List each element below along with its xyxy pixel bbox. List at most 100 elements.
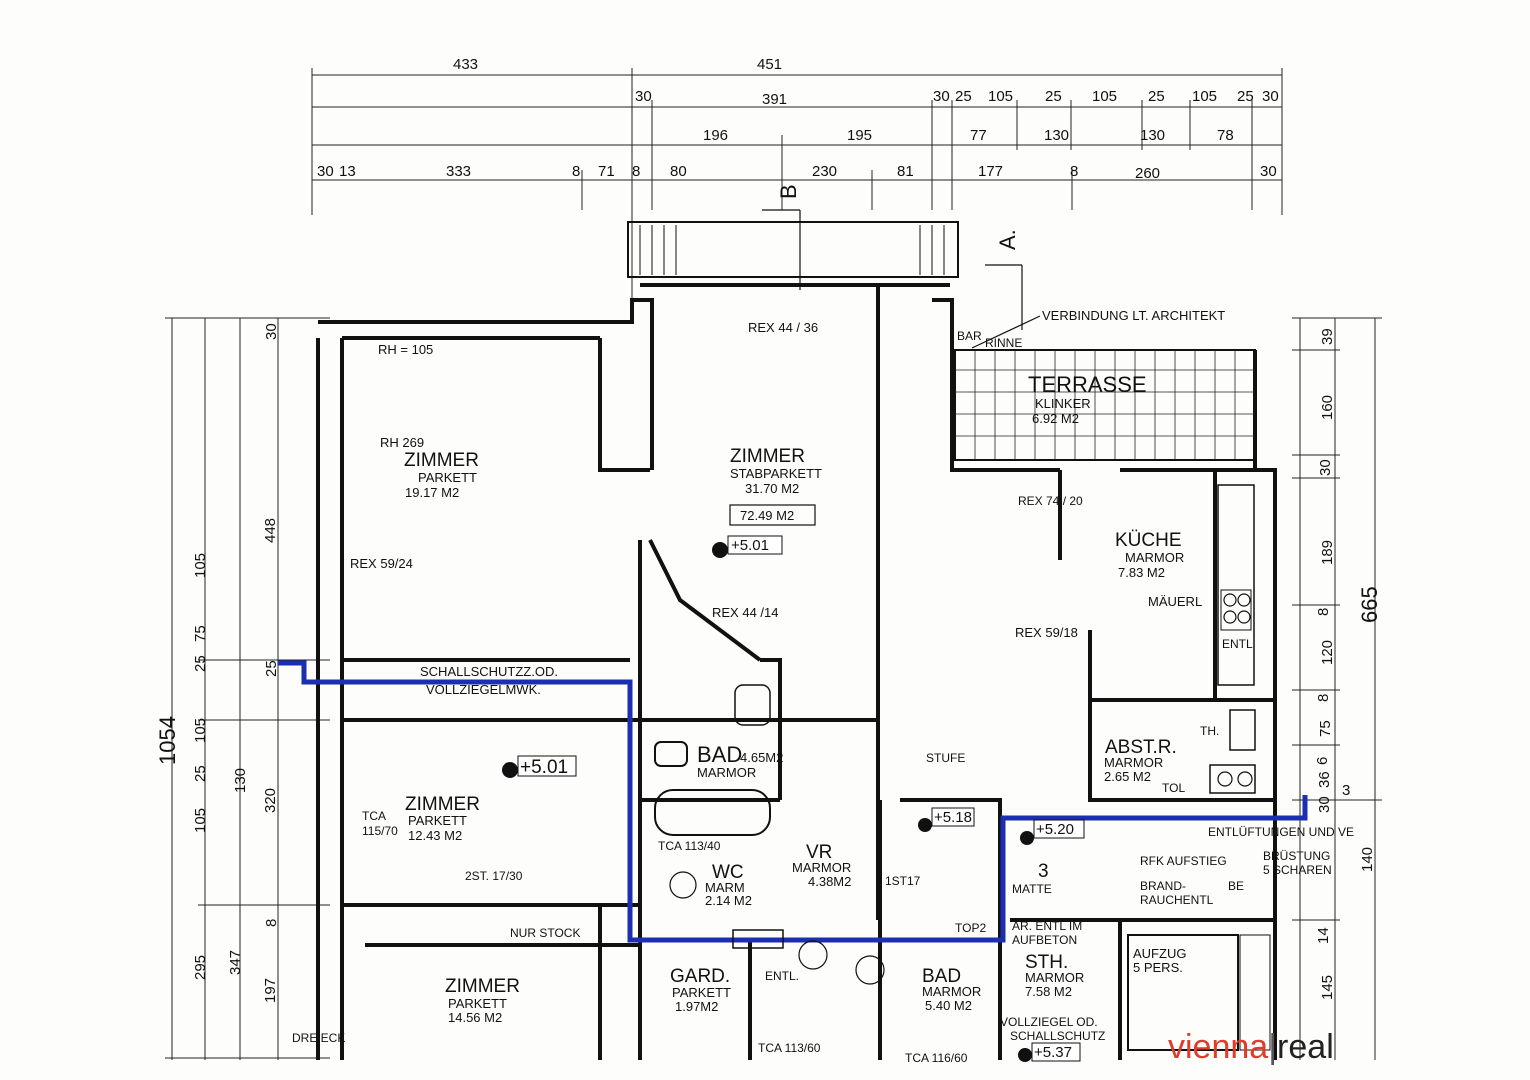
room-zimmer2-floor: STABPARKETT <box>730 466 822 481</box>
dim-25c: 25 <box>1148 88 1165 105</box>
room-vr-area: 4.38M2 <box>808 874 851 889</box>
room-zimmer1-floor: PARKETT <box>418 470 477 485</box>
dim-30h: 30 <box>1316 796 1333 813</box>
dim-8a: 8 <box>572 163 580 180</box>
room-abstr-floor: MARMOR <box>1104 755 1163 770</box>
room-sth-name: STH. <box>1025 952 1068 973</box>
dim-30b: 30 <box>933 88 950 105</box>
room-aufzug-cap: 5 PERS. <box>1133 960 1183 975</box>
vienna-real-logo: vienna|real <box>1168 1028 1334 1067</box>
dim-260: 260 <box>1135 165 1160 182</box>
dim-36: 36 <box>1316 771 1333 788</box>
room-gard-name: GARD. <box>670 966 730 987</box>
dim-75b: 75 <box>192 625 209 642</box>
dim-189: 189 <box>1319 540 1336 565</box>
label-tol: TOL <box>1162 781 1185 795</box>
label-tca11660: TCA 116/60 <box>905 1051 968 1065</box>
dim-105c: 105 <box>1192 88 1217 105</box>
logo-part2: real <box>1277 1028 1334 1066</box>
label-nurstock: NUR STOCK <box>510 926 580 940</box>
annotations: VERBINDUNG LT. ARCHITEKT BAR RINNE RH = … <box>292 308 1354 1065</box>
label-st17: 2ST. 17/30 <box>465 869 523 883</box>
dim-14: 14 <box>1315 927 1332 944</box>
dim-39: 39 <box>1319 328 1336 345</box>
dim-30g: 30 <box>1317 459 1334 476</box>
label-verbindung: VERBINDUNG LT. ARCHITEKT <box>1042 308 1225 323</box>
label-th: TH. <box>1200 724 1219 738</box>
room-aufzug-name: AUFZUG <box>1133 946 1186 961</box>
dim-30f: 30 <box>263 323 280 340</box>
room-zimmer2-area: 31.70 M2 <box>745 481 799 496</box>
logo-part1: vienna <box>1168 1028 1269 1066</box>
room-sth-floor: MARMOR <box>1025 970 1084 985</box>
dim-295: 295 <box>192 955 209 980</box>
level-marker-5: +5.20 <box>1036 821 1074 838</box>
dim-451: 451 <box>757 56 782 73</box>
dim-8b: 8 <box>632 163 640 180</box>
label-entlueftungen: ENTLÜFTUNGEN UND VE <box>1208 825 1354 839</box>
label-vollziegel: VOLLZIEGEL OD. <box>1000 1015 1098 1029</box>
room-bad2-area: 5.40 M2 <box>925 998 972 1013</box>
label-dreieck: DREIECK <box>292 1031 345 1045</box>
label-schallschutz: SCHALLSCHUTZ <box>1010 1029 1105 1043</box>
dim-6: 6 <box>1314 757 1331 765</box>
dim-25g: 25 <box>192 765 209 782</box>
dim-8e: 8 <box>1315 608 1332 616</box>
dim-145: 145 <box>1319 975 1336 1000</box>
label-rfk: RFK AUFSTIEG <box>1140 854 1227 868</box>
dim-333: 333 <box>446 163 471 180</box>
room-vr-floor: MARMOR <box>792 860 851 875</box>
logo-separator: | <box>1268 1028 1278 1066</box>
dim-77: 77 <box>970 127 987 144</box>
dim-230: 230 <box>812 163 837 180</box>
level-marker-1: +5.01 <box>731 537 769 554</box>
bath-fixtures <box>654 684 1271 1051</box>
label-rex5918: REX 59/18 <box>1015 625 1078 640</box>
dim-80: 80 <box>670 163 687 180</box>
dim-105b: 105 <box>1092 88 1117 105</box>
label-tca11340: TCA 113/40 <box>658 839 721 853</box>
dim-130a: 130 <box>1044 127 1069 144</box>
room-zimmer4-floor: PARKETT <box>448 996 507 1011</box>
label-rinne: RINNE <box>985 336 1022 350</box>
room-gard-floor: PARKETT <box>672 985 731 1000</box>
dim-195: 195 <box>847 127 872 144</box>
room-kueche-area: 7.83 M2 <box>1118 565 1165 580</box>
room-abstr-area: 2.65 M2 <box>1104 769 1151 784</box>
dim-448: 448 <box>262 518 279 543</box>
dim-8f: 8 <box>1315 694 1332 702</box>
dim-3: 3 <box>1342 782 1350 799</box>
room-terrasse-floor: KLINKER <box>1035 396 1091 411</box>
walls <box>316 221 1277 1060</box>
dim-665: 665 <box>1357 586 1382 623</box>
dim-78: 78 <box>1217 127 1234 144</box>
dim-1054: 1054 <box>155 716 180 765</box>
room-wc-floor: MARM <box>705 880 745 895</box>
label-be: BE <box>1228 879 1244 893</box>
dim-30e: 30 <box>1260 163 1277 180</box>
dim-30c: 30 <box>1262 88 1279 105</box>
room-zimmer4-name: ZIMMER <box>445 976 520 997</box>
label-bruestung: BRÜSTUNG <box>1263 849 1330 863</box>
left-dimensions: 1054 448 295 347 30 105 75 25 25 105 25 … <box>155 317 330 1060</box>
label-rh269: RH 269 <box>380 435 424 450</box>
label-top2: TOP2 <box>955 921 986 935</box>
dim-25e: 25 <box>192 655 209 672</box>
dim-160: 160 <box>1319 395 1336 420</box>
label-rex7420: REX 74 / 20 <box>1018 494 1083 508</box>
dim-105d: 105 <box>192 553 209 578</box>
kitchen-fixtures <box>1209 484 1256 794</box>
dim-105a: 105 <box>988 88 1013 105</box>
label-aufbeton: AUFBETON <box>1012 933 1077 947</box>
room-zimmer3-name: ZIMMER <box>405 794 480 815</box>
label-stufe: STUFE <box>926 751 965 765</box>
dim-347: 347 <box>227 950 244 975</box>
right-dimensions: 39 160 30 189 8 120 8 75 6 36 30 3 14 14… <box>1292 317 1382 1060</box>
dim-177: 177 <box>978 163 1003 180</box>
label-arentl: AR. ENTL IM <box>1012 919 1082 933</box>
dim-433: 433 <box>453 56 478 73</box>
room-labels: ZIMMER PARKETT 19.17 M2 ZIMMER STABPARKE… <box>404 372 1186 1025</box>
label-schall2: VOLLZIEGELMWK. <box>426 682 541 697</box>
level-marker-6: +5.37 <box>1034 1044 1072 1061</box>
